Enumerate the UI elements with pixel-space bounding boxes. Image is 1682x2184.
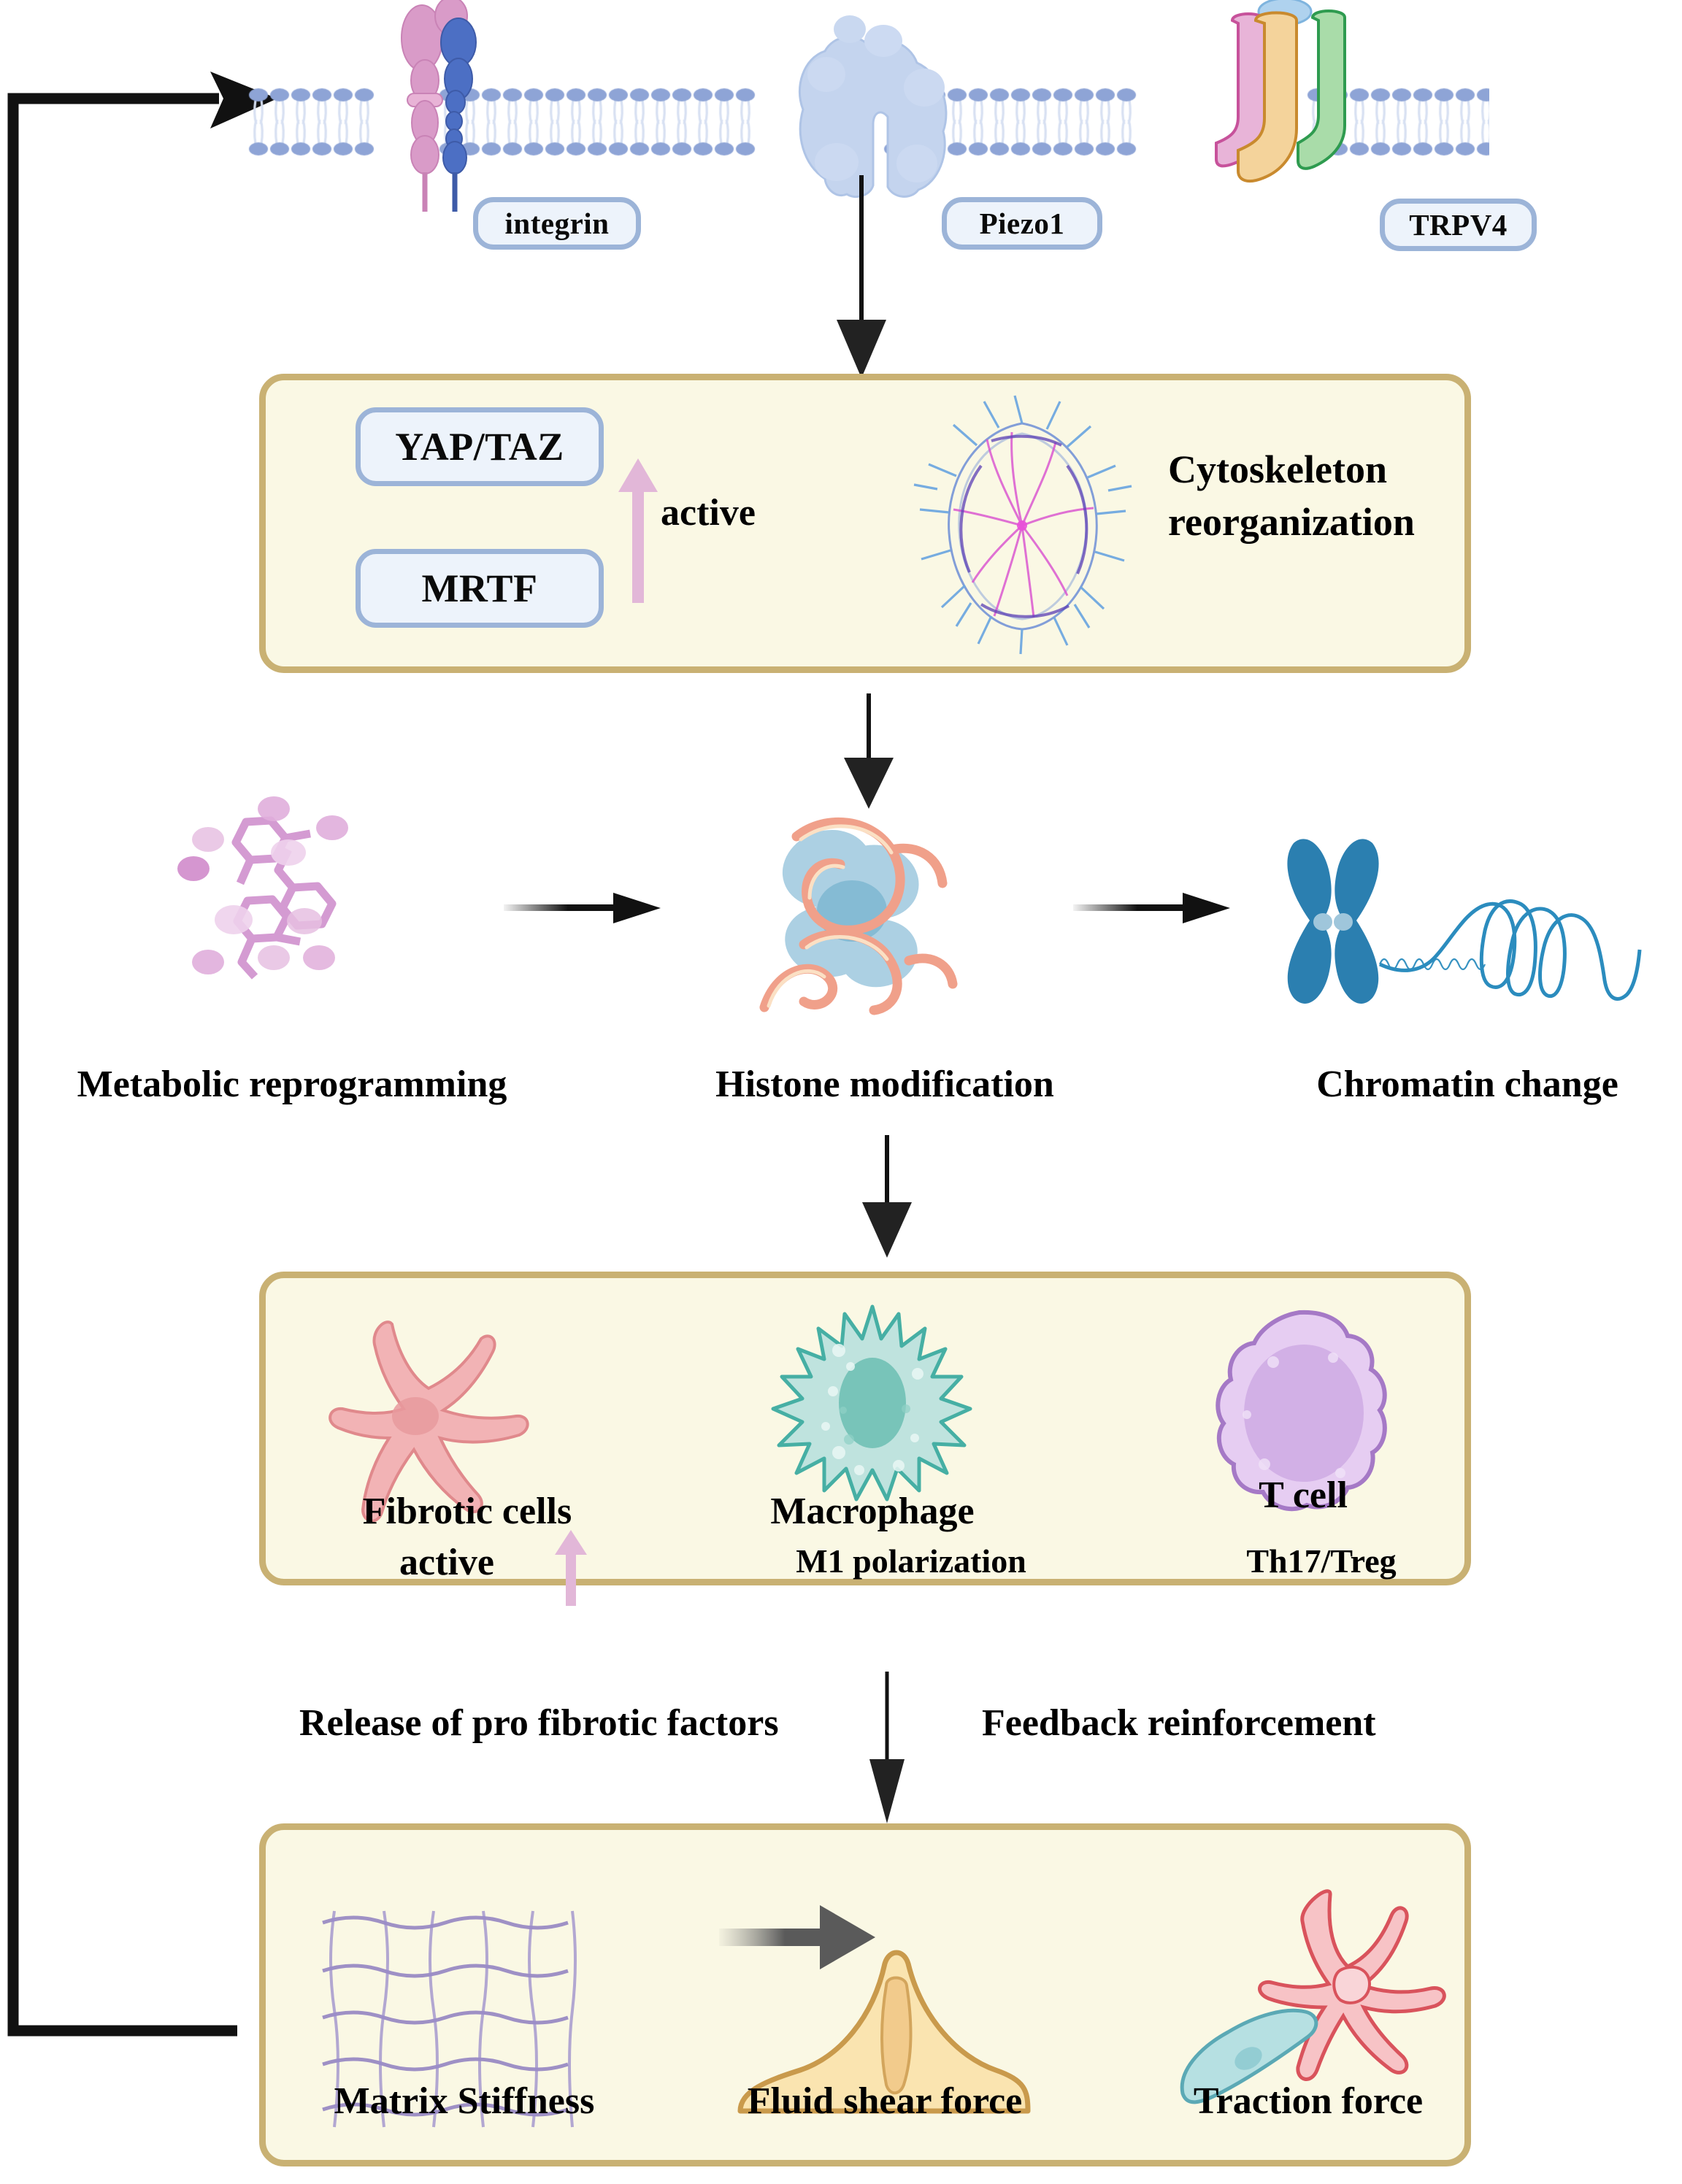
macrophage-label-line1: Macrophage <box>770 1491 975 1532</box>
pill-yaptaz[interactable]: YAP/TAZ <box>356 407 604 486</box>
pill-mrtf[interactable]: MRTF <box>356 549 604 628</box>
feedback-reinforcement-label: Feedback reinforcement <box>982 1702 1376 1744</box>
release-profibrotic-label: Release of pro fibrotic factors <box>299 1702 779 1744</box>
pill-piezo1-label: Piezo1 <box>979 207 1065 240</box>
metabolic-molecules-icon <box>177 796 348 980</box>
piezo1-channel-icon <box>798 15 948 198</box>
plasma-membrane <box>259 86 1456 155</box>
trpv4-channel-icon <box>1215 0 1346 183</box>
pill-integrin-label: integrin <box>504 207 610 240</box>
cell-panel <box>259 1272 1471 1585</box>
fluid-shear-label: Fluid shear force <box>747 2080 1023 2122</box>
macrophage-label-line2: M1 polarization <box>796 1542 1026 1580</box>
arrow-histone-to-chromatin <box>1073 893 1230 923</box>
traction-force-label: Traction force <box>1193 2080 1424 2122</box>
membrane-bilayer <box>248 82 1489 162</box>
chromatin-chromosome-icon <box>1287 839 1642 1004</box>
arrow-cells-to-forces <box>869 1672 905 1823</box>
fibrotic-label-line2: active <box>399 1542 494 1583</box>
cytoskeleton-label-line1: Cytoskeleton <box>1168 447 1387 491</box>
histone-nucleosome-icon <box>759 817 958 1015</box>
tcell-label-line1: T cell <box>1259 1474 1348 1516</box>
matrix-stiffness-label: Matrix Stiffness <box>334 2080 595 2122</box>
cytoskeleton-label-line2: reorganization <box>1168 500 1415 544</box>
arrow-histone-to-cells <box>862 1135 912 1258</box>
fibrotic-label-line1: Fibrotic cells <box>362 1491 572 1532</box>
metabolic-label: Metabolic reprogramming <box>77 1064 507 1105</box>
pill-yaptaz-label: YAP/TAZ <box>395 425 564 469</box>
active-label: active <box>661 492 756 534</box>
tcell-label-line2: Th17/Treg <box>1246 1542 1397 1580</box>
pill-integrin[interactable]: integrin <box>473 197 641 250</box>
pill-mrtf-label: MRTF <box>421 566 538 610</box>
chromatin-label: Chromatin change <box>1316 1064 1618 1105</box>
arrow-signaling-to-histone <box>844 693 894 809</box>
histone-label: Histone modification <box>715 1064 1054 1105</box>
arrow-membrane-to-signaling <box>837 175 886 378</box>
pill-piezo1[interactable]: Piezo1 <box>942 197 1102 250</box>
pill-trpv4-label: TRPV4 <box>1409 208 1508 242</box>
arrow-metabolic-to-histone <box>504 893 661 923</box>
pill-trpv4[interactable]: TRPV4 <box>1380 199 1537 251</box>
